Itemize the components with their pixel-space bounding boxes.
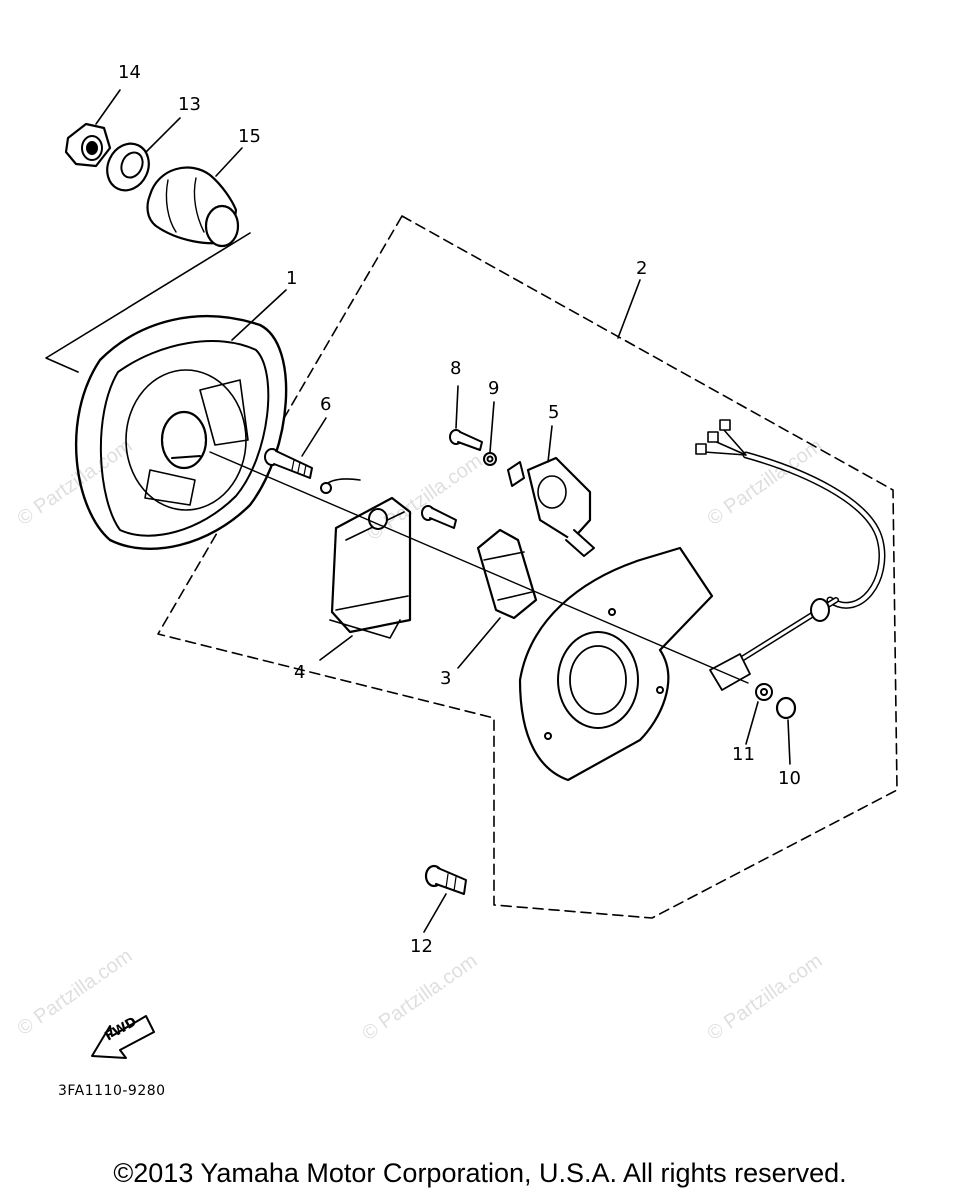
copyright-notice: ©2013 Yamaha Motor Corporation, U.S.A. A… bbox=[113, 1158, 847, 1188]
coil-part-4 bbox=[320, 478, 412, 639]
assembly-axis bbox=[209, 451, 749, 684]
hub-part-15 bbox=[146, 166, 240, 248]
callout-8: 8 bbox=[450, 358, 462, 379]
callout-13: 13 bbox=[178, 94, 201, 115]
fwd-arrow-icon bbox=[91, 1015, 155, 1059]
lighting-coil-part-5 bbox=[507, 456, 595, 557]
callout-12: 12 bbox=[410, 936, 433, 957]
callout-15: 15 bbox=[238, 126, 261, 147]
callout-2: 2 bbox=[636, 258, 648, 279]
callout-4: 4 bbox=[294, 662, 306, 683]
callout-14: 14 bbox=[118, 62, 141, 83]
drawing-code: 3FA1110-9280 bbox=[58, 1083, 166, 1099]
bolt-part-12 bbox=[424, 864, 467, 895]
callout-3: 3 bbox=[440, 668, 452, 689]
callout-5: 5 bbox=[548, 402, 560, 423]
flywheel-part-1 bbox=[74, 314, 288, 551]
callout-11: 11 bbox=[732, 744, 755, 765]
nut-part-14 bbox=[64, 122, 112, 168]
washer-part-13 bbox=[106, 142, 150, 192]
callout-6: 6 bbox=[320, 394, 332, 415]
leader-lines bbox=[95, 89, 791, 933]
pickup-coil-part-3 bbox=[476, 528, 538, 620]
stator-assembly-boundary bbox=[157, 215, 898, 919]
screw-parts bbox=[421, 429, 497, 529]
stator-plate-part-2 bbox=[518, 546, 714, 782]
callout-9: 9 bbox=[488, 378, 500, 399]
screw-part-10 bbox=[775, 696, 797, 720]
callout-10: 10 bbox=[778, 768, 801, 789]
washer-part-11 bbox=[755, 683, 773, 701]
wire-harness bbox=[695, 419, 886, 691]
callout-1: 1 bbox=[286, 268, 298, 289]
hub-leader-line bbox=[45, 232, 251, 373]
bolt-part-6 bbox=[264, 448, 313, 479]
